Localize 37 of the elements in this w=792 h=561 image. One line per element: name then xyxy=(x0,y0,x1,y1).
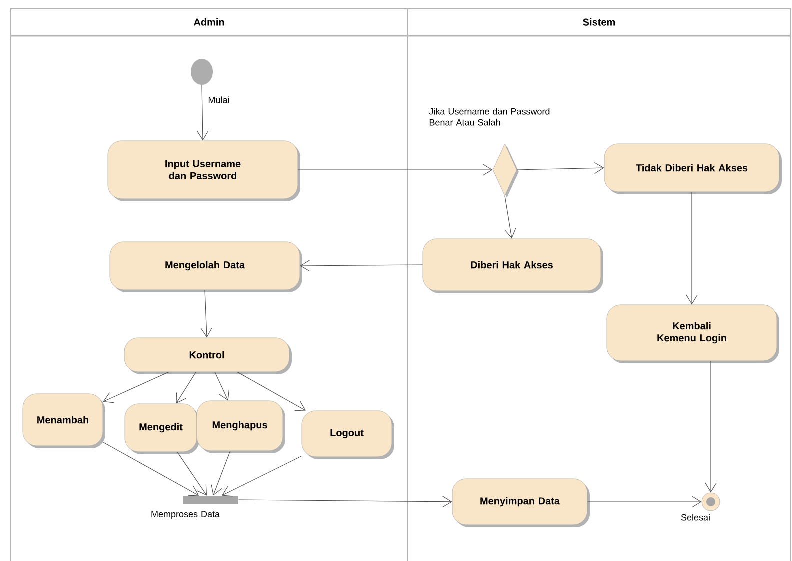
arrow xyxy=(222,456,302,497)
node-label: Mulai xyxy=(208,96,230,104)
action-box: Mengedit xyxy=(124,404,200,454)
action-box: Logout xyxy=(302,410,394,460)
arrow xyxy=(211,450,231,496)
action-box: Tidak Diberi Hak Akses xyxy=(604,144,782,194)
arrow xyxy=(237,372,306,412)
action-box: Menghapus xyxy=(196,400,286,454)
decision-diamond xyxy=(492,144,519,198)
node-label: Jika Username dan Password Benar Atau Salah xyxy=(429,108,550,126)
arrow xyxy=(686,192,698,305)
arrow xyxy=(177,452,207,496)
action-box: Mengelolah Data xyxy=(110,242,302,292)
arrow xyxy=(200,290,212,338)
arrow xyxy=(197,84,209,141)
fork-bar xyxy=(184,496,238,504)
action-box: Menambah xyxy=(22,394,106,448)
arrow xyxy=(516,162,604,174)
action-box: Kembali Kemenu Login xyxy=(606,304,780,364)
start-node xyxy=(191,59,213,85)
arrow xyxy=(176,372,196,404)
action-box: Kontrol xyxy=(124,338,292,374)
action-box: Menyimpan Data xyxy=(452,478,590,528)
arrow xyxy=(103,372,170,404)
arrow xyxy=(298,164,493,176)
action-box: Diberi Hak Akses xyxy=(422,238,604,294)
action-box: Input Username dan Password xyxy=(108,140,300,202)
arrow xyxy=(587,496,702,508)
node-label: Memproses Data xyxy=(152,511,220,520)
arrow xyxy=(238,496,452,508)
end-node xyxy=(702,492,720,512)
arrow xyxy=(300,260,424,272)
arrow xyxy=(705,360,717,493)
node-label: Selesai xyxy=(681,514,710,521)
arrow xyxy=(102,442,200,496)
arrow xyxy=(504,196,516,239)
arrow xyxy=(214,372,230,401)
